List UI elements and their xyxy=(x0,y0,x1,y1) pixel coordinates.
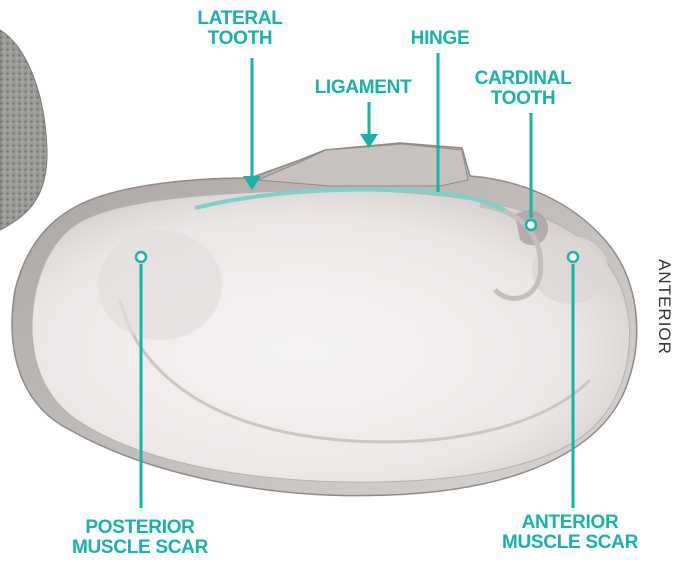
orientation-label: ANTERIOR xyxy=(654,259,674,355)
hinge-label: HINGE xyxy=(395,29,485,49)
hinge-label-text: HINGE xyxy=(395,29,485,49)
cardinal-tooth-marker xyxy=(526,220,536,230)
ligament-label: LIGAMENT xyxy=(298,78,428,98)
cardinal-tooth-label: CARDINAL TOOTH xyxy=(468,69,578,109)
ligament-label-text: LIGAMENT xyxy=(298,78,428,98)
posterior-scar-shading xyxy=(98,230,222,340)
lateral-tooth-label-line2: TOOTH xyxy=(190,29,290,49)
posterior-muscle-scar-label: POSTERIOR MUSCLE SCAR xyxy=(60,518,220,558)
posterior-scar-label-line1: POSTERIOR xyxy=(60,518,220,538)
anterior-scar-label-line1: ANTERIOR xyxy=(490,513,650,533)
anterior-scar-marker xyxy=(568,252,578,262)
anterior-scar-label-line2: MUSCLE SCAR xyxy=(490,533,650,553)
outer-shell-exterior xyxy=(0,30,47,230)
cardinal-tooth-label-line1: CARDINAL xyxy=(468,69,578,89)
anterior-scar-shading xyxy=(532,236,608,304)
posterior-scar-label-line2: MUSCLE SCAR xyxy=(60,538,220,558)
anterior-muscle-scar-label: ANTERIOR MUSCLE SCAR xyxy=(490,513,650,553)
cardinal-tooth-label-line2: TOOTH xyxy=(468,89,578,109)
lateral-tooth-label: LATERAL TOOTH xyxy=(190,9,290,49)
posterior-scar-marker xyxy=(136,252,146,262)
lateral-tooth-label-line1: LATERAL xyxy=(190,9,290,29)
